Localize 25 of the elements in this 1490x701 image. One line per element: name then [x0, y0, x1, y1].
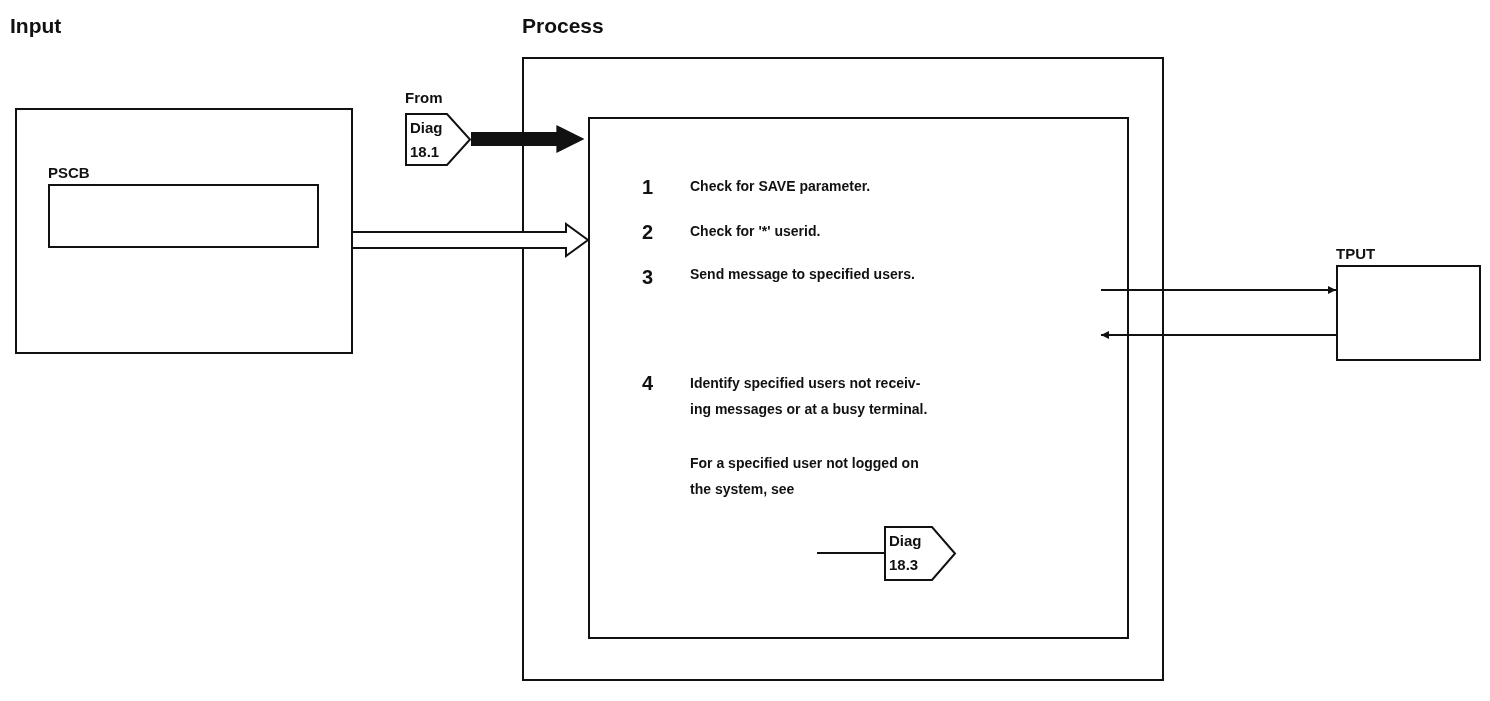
column-heading: Input: [10, 14, 62, 38]
input-box: [15, 108, 353, 354]
process-step-box: [588, 117, 1129, 639]
connector-reference: Diag 18.3: [889, 531, 923, 575]
step-number: 3: [642, 265, 654, 290]
off-page-connector: [884, 526, 956, 581]
arrow: [1100, 331, 1337, 339]
connector-line: [816, 552, 885, 554]
step-description: Identify specified users not receiv- ing messages or at a busy terminal.: [690, 374, 929, 419]
arrow: [352, 222, 590, 258]
column-heading: Process: [522, 14, 604, 38]
step-description: Check for SAVE parameter.: [690, 177, 871, 196]
box-title: PSCB: [48, 163, 90, 183]
step-number: 2: [642, 220, 654, 245]
step-number: 1: [642, 175, 654, 200]
connector-caption: From: [405, 88, 443, 108]
arrow: [1100, 286, 1337, 294]
step-description: Send message to specified users.: [690, 265, 915, 284]
connector-reference: Diag 18.1: [410, 118, 444, 162]
arrow: [471, 125, 585, 153]
step-description: Check for '*' userid.: [690, 222, 821, 241]
process-box: [522, 57, 1164, 681]
step-number: 4: [642, 371, 654, 396]
step-description: For a specified user not logged on the system, see: [690, 454, 920, 499]
box-title: TPUT: [1336, 244, 1376, 264]
